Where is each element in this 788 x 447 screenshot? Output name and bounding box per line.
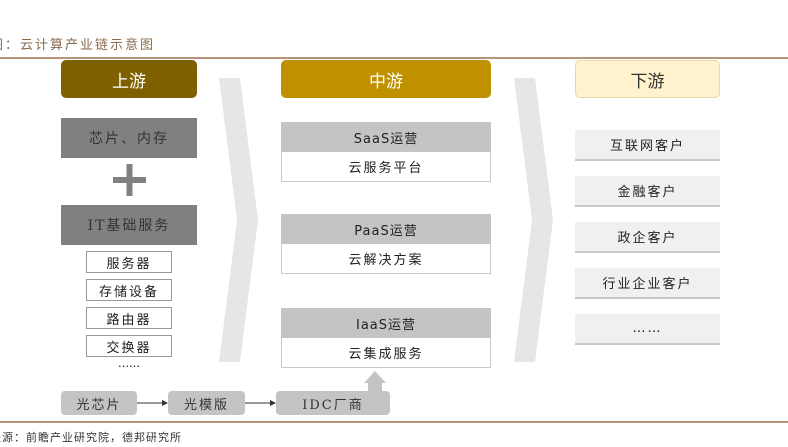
customer-item: 政企客户 [575,222,720,253]
it-infrastructure-box: IT基础服务 [61,205,197,245]
customer-item: …… [575,314,720,345]
source-note: 来源：前瞻产业研究院，德邦研究所 [0,431,182,444]
arrow-right-icon [162,400,168,406]
paas-header: PaaS运营 [281,214,491,244]
top-divider [0,57,788,59]
bottom-divider [0,421,788,423]
iaas-body: 云集成服务 [281,338,491,368]
customer-item: 行业企业客户 [575,268,720,299]
chevron-arrow-icon [219,78,258,362]
saas-body: 云服务平台 [281,152,491,182]
customer-item: 互联网客户 [575,130,720,161]
upstream-item: 路由器 [86,307,172,329]
optical-chip-box: 光芯片 [61,391,137,415]
upstream-item: 交换器 [86,335,172,357]
chips-memory-box: 芯片、内存 [61,118,197,158]
upstream-item: 服务器 [86,251,172,273]
saas-header: SaaS运营 [281,122,491,152]
upstream-header: 上游 [61,60,197,98]
idc-vendor-box: IDC厂商 [276,391,390,415]
optical-module-box: 光模版 [168,391,245,415]
downstream-header: 下游 [575,60,720,98]
midstream-header: 中游 [281,60,491,98]
paas-body: 云解决方案 [281,244,491,274]
arrow-right-icon [270,400,276,406]
upstream-more: …… [118,356,140,370]
customer-item: 金融客户 [575,176,720,207]
figure-title: 图：云计算产业链示意图 [0,38,156,53]
arrow-up-icon [364,371,386,391]
chevron-arrow-icon [514,78,553,362]
iaas-header: IaaS运营 [281,308,491,338]
upstream-item: 存储设备 [86,279,172,301]
